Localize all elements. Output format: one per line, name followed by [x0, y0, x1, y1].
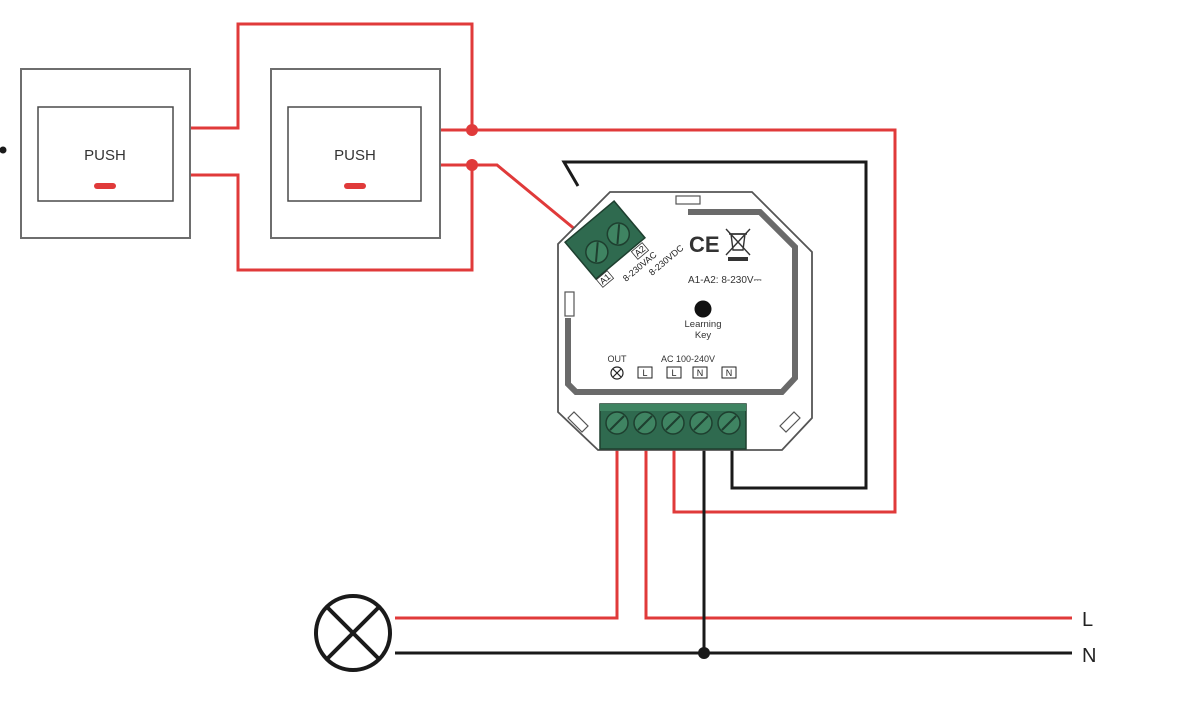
learning-key-label-line1: Learning	[685, 319, 722, 330]
switch-1-indicator-icon	[94, 183, 116, 189]
device-corner-tab-left	[567, 411, 589, 433]
device-corner-tab-right	[779, 411, 801, 433]
output-screw-4	[689, 411, 713, 435]
ac-voltage-label: AC 100-240V	[661, 354, 715, 364]
terminal-label-l1: L	[637, 366, 653, 379]
terminal-label-l2: L	[666, 366, 682, 379]
live-label: L	[1082, 609, 1093, 631]
neutral-label: N	[1082, 645, 1096, 667]
ce-mark-icon: CE	[689, 232, 720, 257]
input-terminal-block	[564, 199, 646, 281]
terminal-label-n2: N	[721, 366, 737, 379]
input-screw-2	[606, 222, 631, 246]
device-side-slot	[564, 291, 575, 317]
terminal-label-n1: N	[692, 366, 708, 379]
output-terminal-block	[599, 403, 747, 450]
output-screw-2	[633, 411, 657, 435]
wire-switch1-to-switch2-bottom	[190, 165, 474, 272]
wire-switch2-a1-feed	[440, 128, 897, 514]
svg-text:N: N	[726, 368, 733, 378]
wire-switch1-to-switch2-top	[190, 22, 474, 130]
offscreen-wire-end	[0, 146, 7, 154]
learning-key-label-line2: Key	[695, 330, 712, 341]
wire-switch2-to-a-terminal	[440, 163, 589, 242]
output-screw-3	[661, 411, 685, 435]
push-switch-2-label: PUSH	[334, 147, 376, 164]
output-screw-1	[605, 411, 629, 435]
output-screw-5	[717, 411, 741, 435]
svg-text:N: N	[697, 368, 704, 378]
rating-label: A1-A2: 8-230V⎓	[688, 275, 762, 286]
junction-dot-top	[466, 124, 478, 136]
neutral-junction-dot	[698, 647, 710, 659]
wire-a2-to-neutral-loop	[561, 160, 868, 490]
input-screw-1	[585, 240, 609, 264]
push-switch-1-label: PUSH	[84, 147, 126, 164]
output-lamp-symbol-icon	[610, 366, 624, 380]
junction-dot-bottom	[466, 159, 478, 171]
push-switch-2: PUSH	[270, 68, 441, 239]
svg-text:L: L	[671, 368, 676, 378]
weee-bin-icon	[725, 228, 751, 261]
controller-device: A1 A2 8-230VAC 8-230VDC CE A1-A2: 8-230V…	[557, 191, 813, 451]
device-top-notch	[675, 195, 701, 205]
wire-live-mains	[644, 448, 1072, 620]
lamp-icon	[314, 594, 392, 672]
out-label: OUT	[608, 354, 628, 364]
svg-text:L: L	[642, 368, 647, 378]
wire-out-to-lamp	[395, 448, 619, 620]
wire-neutral-mains	[702, 448, 1072, 655]
device-inner-rail	[565, 209, 798, 395]
learning-key-button-icon[interactable]	[694, 300, 712, 318]
push-switch-1: PUSH	[20, 68, 191, 239]
switch-2-indicator-icon	[344, 183, 366, 189]
